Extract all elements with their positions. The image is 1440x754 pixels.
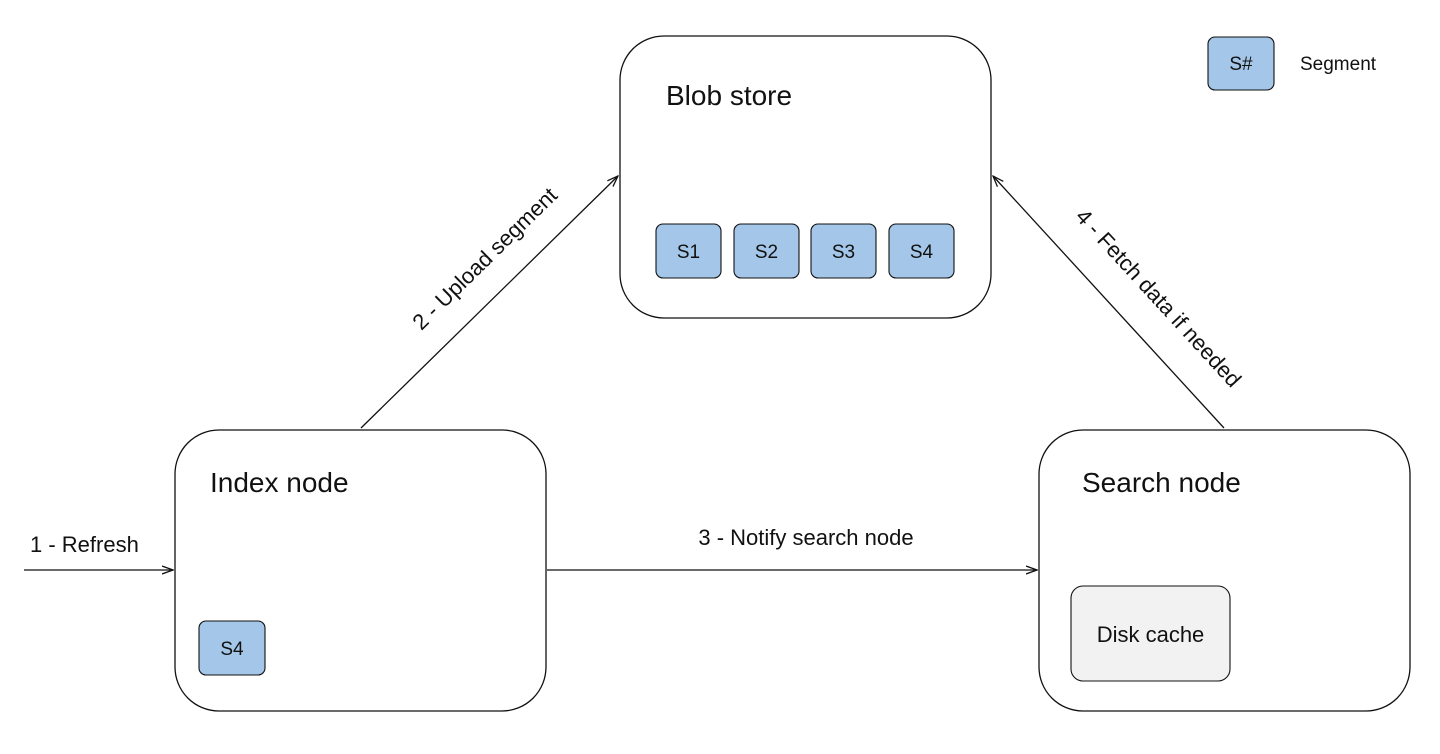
edge-fetch: 4 - Fetch data if needed: [993, 176, 1246, 429]
segment-label: S4: [220, 639, 244, 660]
notify-label: 3 - Notify search node: [698, 525, 913, 550]
blob-store-node: Blob store S1 S2 S3 S4: [619, 35, 992, 319]
index-node-box: [174, 429, 547, 712]
search-node-title: Search node: [1082, 467, 1241, 498]
edge-upload: 2 - Upload segment: [360, 176, 618, 429]
segment-box: [655, 223, 722, 279]
legend-swatch: [1207, 36, 1275, 91]
segment-box: [810, 223, 877, 279]
refresh-label: 1 - Refresh: [30, 532, 139, 557]
legend: S# Segment: [1207, 36, 1377, 91]
blob-store-segment-3: S3: [810, 223, 877, 279]
segment-label: S3: [832, 242, 855, 263]
blob-store-segment-1: S1: [655, 223, 722, 279]
index-node-segment: S4: [198, 620, 266, 676]
fetch-arrow: [993, 176, 1225, 429]
index-node-title: Index node: [210, 467, 349, 498]
disk-cache: Disk cache: [1070, 585, 1231, 682]
legend-description: Segment: [1300, 54, 1377, 75]
segment-box: [198, 620, 266, 676]
blob-store-title: Blob store: [666, 80, 792, 111]
upload-label: 2 - Upload segment: [407, 183, 562, 335]
disk-cache-label: Disk cache: [1097, 622, 1205, 647]
upload-arrow: [360, 176, 618, 429]
disk-cache-box: [1070, 585, 1231, 682]
index-node: Index node S4: [174, 429, 547, 712]
blob-store-segment-4: S4: [888, 223, 955, 279]
segment-label: S1: [677, 242, 700, 263]
edge-notify: 3 - Notify search node: [547, 525, 1037, 570]
blob-store-segment-2: S2: [733, 223, 800, 279]
search-node: Search node Disk cache: [1038, 429, 1411, 712]
fetch-label: 4 - Fetch data if needed: [1071, 204, 1246, 392]
legend-swatch-label: S#: [1229, 54, 1253, 75]
edge-refresh: 1 - Refresh: [24, 532, 173, 570]
segment-box: [733, 223, 800, 279]
segment-box: [888, 223, 955, 279]
segment-label: S2: [755, 242, 778, 263]
segment-label: S4: [910, 242, 934, 263]
